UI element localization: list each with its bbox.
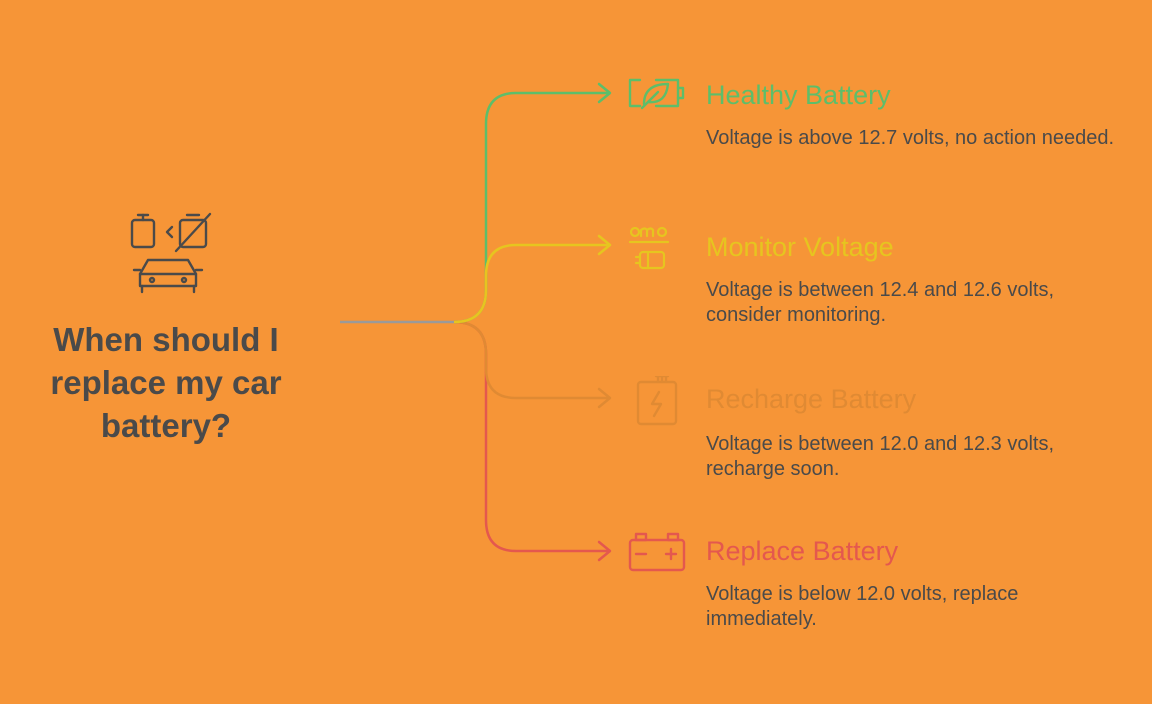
car-battery-icon [628, 532, 686, 572]
arrow-recharge [597, 387, 612, 409]
branch-replace [453, 320, 610, 553]
option-title: Recharge Battery [706, 384, 917, 414]
branch-monitor [453, 243, 610, 324]
option-title: Healthy Battery [706, 80, 891, 110]
option-description: Voltage is below 12.0 volts, replace imm… [706, 583, 1019, 630]
eco-battery-icon [628, 78, 685, 110]
option-title: Monitor Voltage [706, 232, 894, 262]
arrow-replace [597, 540, 612, 562]
option-description: Voltage is between 12.0 and 12.3 volts, … [706, 433, 1055, 480]
question-line-2: replace my car [50, 364, 282, 401]
option-description: Voltage is above 12.7 volts, no action n… [706, 127, 1115, 149]
car-battery-hero-icon [130, 212, 212, 294]
arrow-monitor [597, 234, 612, 256]
arrow-healthy [597, 82, 612, 104]
branch-healthy [453, 91, 610, 324]
voltage-meter-icon [628, 226, 670, 270]
branch-recharge [453, 320, 610, 400]
question-line-3: battery? [100, 407, 232, 444]
question-title: When should I replace my car battery? [26, 318, 306, 447]
charging-battery-icon [636, 376, 678, 426]
option-description: Voltage is between 12.4 and 12.6 volts, … [706, 279, 1055, 326]
option-title: Replace Battery [706, 536, 899, 566]
question-line-1: When should I [53, 321, 279, 358]
